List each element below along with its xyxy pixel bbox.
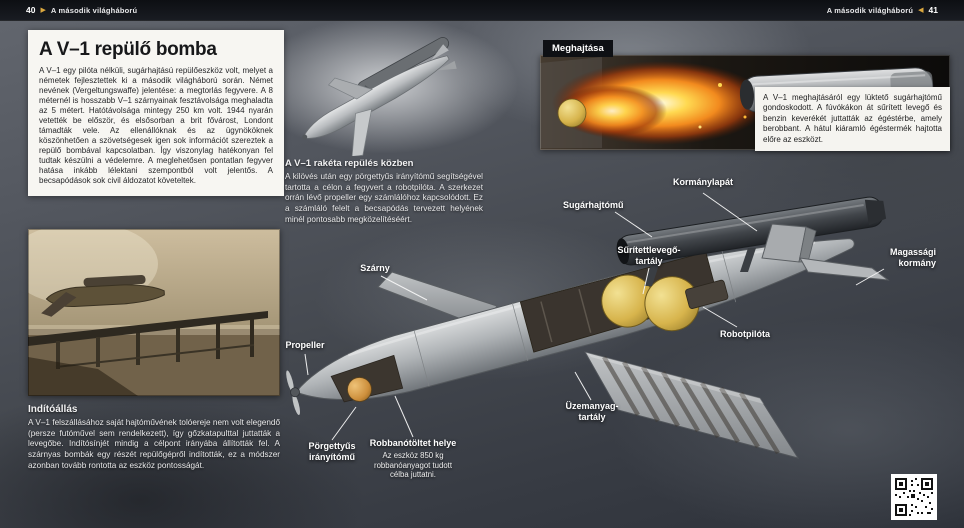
- flight-body-text: A kilövés után egy pörgettyűs irányítómű…: [285, 172, 483, 224]
- launch-heading: Indítóállás: [28, 404, 78, 415]
- label-uzemanyag-tartaly: Üzemanyag-tartály: [565, 401, 619, 422]
- label-suritettlevego-tartaly: Sűrítettlevegő-tartály: [617, 245, 681, 266]
- arrow-left-icon: ◀: [918, 6, 924, 14]
- launch-ramp-photo: [28, 229, 280, 396]
- page-header: 40 ▶ A második világháború A második vil…: [0, 0, 964, 21]
- label-kormanylapat: Kormánylapát: [672, 177, 734, 187]
- chapter-title-left: A második világháború: [50, 5, 138, 15]
- flight-section: A V–1 rakéta repülés közben A kilövés ut…: [285, 158, 483, 225]
- propulsion-caption: A V–1 meghajtásáról egy lüktető sugárhaj…: [755, 87, 950, 151]
- v1-in-flight-photo: [302, 37, 457, 156]
- label-szarny: Szárny: [360, 263, 390, 273]
- label-sugarhajtomu: Sugárhajtómű: [563, 200, 624, 210]
- label-propeller: Propeller: [285, 340, 325, 350]
- page-number-left: 40: [26, 5, 36, 15]
- flight-heading: A V–1 rakéta repülés közben: [285, 158, 414, 169]
- label-porgettyus-iranyitomu: Pörgettyűs irányítómű: [308, 441, 356, 462]
- warhead-note: Az eszköz 850 kg robbanóanyagot tudott c…: [373, 451, 453, 480]
- propulsion-heading: Meghajtása: [543, 40, 613, 57]
- page-number-right: 41: [928, 5, 938, 15]
- chapter-title-right: A második világháború: [826, 5, 914, 15]
- arrow-right-icon: ▶: [40, 6, 46, 14]
- intro-body-text: A V–1 egy pilóta nélküli, sugárhajtású r…: [39, 66, 273, 185]
- label-magassagi-kormany: Magassági kormány: [889, 247, 936, 268]
- page-title: A V–1 repülő bomba: [39, 39, 217, 60]
- label-robbanotoltet-helye: Robbanótöltet helye: [369, 438, 457, 448]
- launch-section: Indítóállás A V–1 felszállásához saját h…: [28, 404, 280, 471]
- propulsion-body-text: A V–1 meghajtásáról egy lüktető sugárhaj…: [763, 93, 942, 144]
- v1-on-ramp: [41, 274, 165, 317]
- intro-panel: A V–1 repülő bomba A V–1 egy pilóta nélk…: [28, 30, 284, 196]
- label-robotpilota: Robotpilóta: [720, 329, 770, 339]
- qr-code: [891, 474, 937, 520]
- header-left: 40 ▶ A második világháború: [26, 5, 137, 15]
- header-right: A második világháború ◀ 41: [827, 5, 938, 15]
- qr-code-icon: [893, 476, 935, 518]
- launch-body-text: A V–1 felszállásához saját hajtóművének …: [28, 418, 280, 470]
